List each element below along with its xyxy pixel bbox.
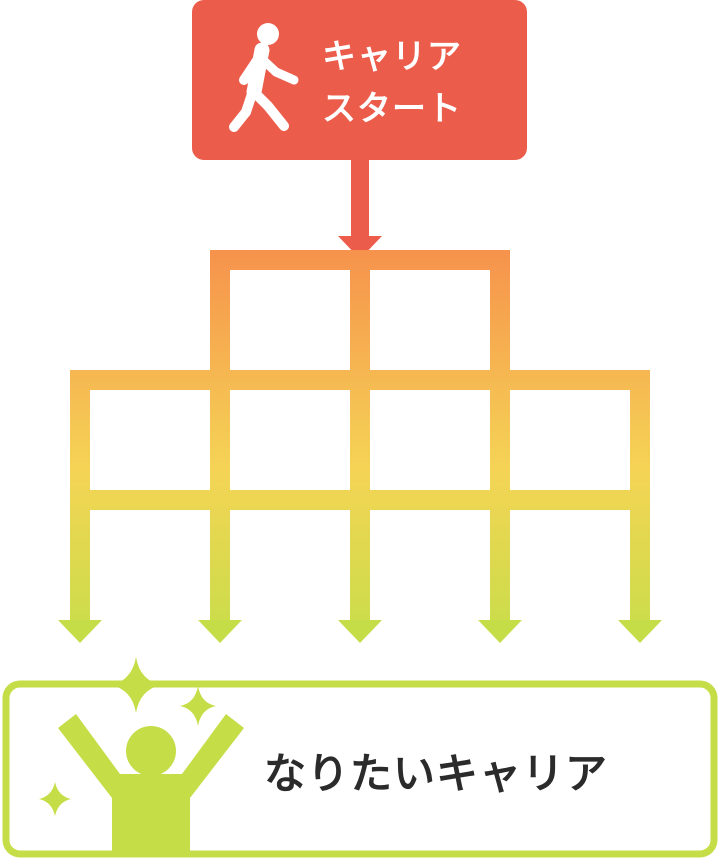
career-start-line2: スタート bbox=[322, 89, 462, 129]
arrowhead-2 bbox=[198, 620, 242, 643]
path-column-2 bbox=[210, 250, 230, 622]
career-start-box: キャリア スタート bbox=[192, 0, 527, 160]
career-start-line1: キャリア bbox=[322, 37, 462, 77]
path-column-3 bbox=[350, 250, 370, 622]
cheering-person-icon bbox=[58, 714, 244, 854]
path-network bbox=[70, 250, 650, 622]
career-goal-label: なりたいキャリア bbox=[264, 749, 608, 798]
walking-person-icon bbox=[229, 23, 299, 132]
start-connector-arrow bbox=[338, 160, 382, 259]
arrowhead-1 bbox=[58, 620, 102, 643]
path-column-1 bbox=[70, 370, 90, 622]
arrowhead-3 bbox=[338, 620, 382, 643]
arrowhead-5 bbox=[618, 620, 662, 643]
sparkle-icon-large bbox=[110, 657, 162, 713]
path-column-4 bbox=[490, 250, 510, 622]
sparkle-icon-left bbox=[39, 782, 71, 816]
sparkle-icon-right bbox=[180, 686, 216, 726]
arrowhead-4 bbox=[478, 620, 522, 643]
path-column-5 bbox=[630, 370, 650, 622]
career-goal-box: なりたいキャリア bbox=[2, 657, 718, 858]
path-arrowheads bbox=[58, 620, 662, 643]
